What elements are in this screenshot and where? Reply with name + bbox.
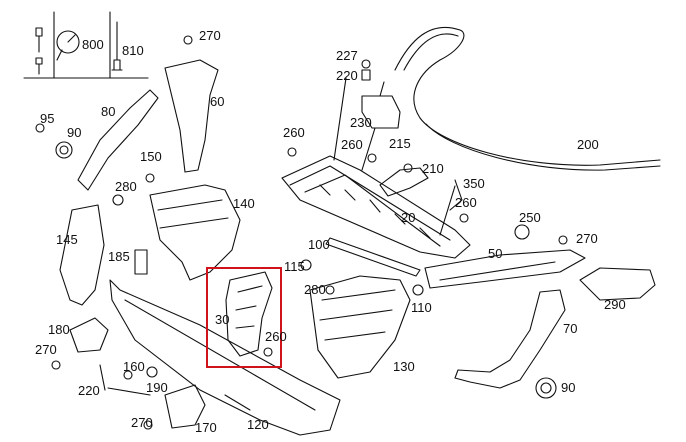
callout-label[interactable]: 270	[131, 415, 153, 430]
callout-label[interactable]: 230	[350, 115, 372, 130]
callout-label[interactable]: 190	[146, 380, 168, 395]
legend-panel-frame	[23, 11, 149, 79]
legend-bolts-icon	[35, 27, 43, 75]
callout-label[interactable]: 290	[604, 297, 626, 312]
callout-label[interactable]: 260	[341, 137, 363, 152]
callout-label[interactable]: 140	[233, 196, 255, 211]
wrench-dial-icon	[56, 30, 80, 61]
callout-label[interactable]: 130	[393, 359, 415, 374]
part-200-cable	[394, 26, 661, 166]
callout-label[interactable]: 260	[455, 195, 477, 210]
part-290-cover	[579, 267, 656, 301]
callout-label[interactable]: 80	[101, 104, 116, 119]
callout-label[interactable]: 100	[308, 237, 330, 252]
callout-label[interactable]: 220	[336, 68, 358, 83]
callout-label[interactable]: 115	[284, 259, 305, 274]
part-70-bracket	[454, 289, 566, 389]
callout-label[interactable]: 350	[463, 176, 485, 191]
callout-label[interactable]: 260	[283, 125, 305, 140]
part-140-support	[149, 184, 241, 281]
callout-label[interactable]: 90	[561, 380, 576, 395]
callout-label[interactable]: 280	[304, 282, 326, 297]
callout-label[interactable]: 270	[35, 342, 57, 357]
highlight-box-part-30[interactable]	[206, 267, 282, 368]
part-80-link	[77, 89, 159, 191]
callout-label[interactable]: 227	[336, 48, 358, 63]
callout-label[interactable]: 210	[422, 161, 444, 176]
part-145-bracket	[59, 204, 105, 306]
callout-label[interactable]: 70	[563, 321, 578, 336]
part-30	[225, 271, 273, 357]
part-120-beam	[109, 279, 341, 436]
part-180-mount	[69, 317, 109, 353]
callout-label[interactable]: 260	[265, 329, 287, 344]
callout-label[interactable]: 185	[108, 249, 130, 264]
callout-label[interactable]: 220	[78, 383, 100, 398]
part-50-beam	[424, 249, 586, 289]
callout-label[interactable]: 110	[411, 300, 432, 315]
part-60-bracket	[164, 59, 219, 173]
callout-label[interactable]: 160	[123, 359, 145, 374]
callout-label[interactable]: 215	[389, 136, 411, 151]
callout-label[interactable]: 270	[576, 231, 598, 246]
legend-number-810: 810	[122, 43, 144, 58]
part-20-cowl	[281, 155, 471, 259]
callout-label[interactable]: 50	[488, 246, 503, 261]
callout-label[interactable]: 250	[519, 210, 541, 225]
part-170-mount	[164, 384, 206, 429]
callout-label[interactable]: 120	[247, 417, 269, 432]
callout-label[interactable]: 20	[401, 210, 416, 225]
legend-number-800: 800	[82, 37, 104, 52]
callout-label[interactable]: 200	[577, 137, 599, 152]
callout-label-part-30[interactable]: 30	[215, 312, 230, 327]
callout-label[interactable]: 90	[67, 125, 82, 140]
callout-label[interactable]: 280	[115, 179, 137, 194]
callout-label[interactable]: 170	[195, 420, 217, 435]
callout-label[interactable]: 95	[40, 111, 55, 126]
callout-label[interactable]: 270	[199, 28, 221, 43]
callout-label[interactable]: 150	[140, 149, 162, 164]
callout-label[interactable]: 145	[56, 232, 78, 247]
part-130-support	[309, 275, 411, 379]
callout-label[interactable]: 180	[48, 322, 70, 337]
rivet-icon	[111, 21, 123, 71]
callout-label[interactable]: 60	[210, 94, 225, 109]
